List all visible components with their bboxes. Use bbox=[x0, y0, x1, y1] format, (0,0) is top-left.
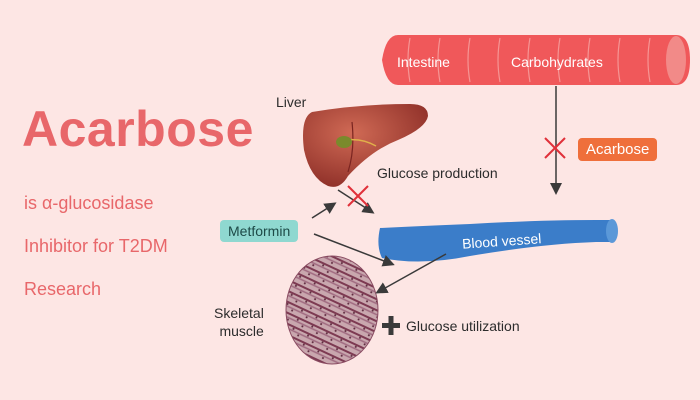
subtitle-line-1: is α-glucosidase bbox=[24, 193, 154, 213]
metformin-badge: Metformin bbox=[220, 220, 299, 242]
label-skeletal-line1: Skeletal bbox=[214, 305, 264, 321]
arrow-liver-to-blood bbox=[337, 189, 375, 214]
arrow-metformin-to-liver bbox=[311, 202, 337, 219]
blood-vessel bbox=[378, 219, 618, 262]
skeletal-muscle bbox=[285, 255, 379, 365]
label-skeletal-muscle: Skeletal muscle bbox=[214, 304, 264, 340]
intestine-end bbox=[666, 36, 686, 84]
subtitle-line-3: Research bbox=[24, 279, 102, 299]
plus-icon bbox=[382, 316, 400, 335]
subtitle-line-2: Inhibitor for T2DM bbox=[24, 236, 168, 256]
page-title: Acarbose bbox=[22, 101, 254, 157]
label-glucose-utilization: Glucose utilization bbox=[406, 318, 520, 334]
acarbose-badge: Acarbose bbox=[578, 138, 658, 161]
label-glucose-production: Glucose production bbox=[377, 165, 498, 181]
arrow-metformin-to-muscle bbox=[313, 233, 395, 267]
intestine-tube bbox=[382, 35, 690, 85]
gallbladder bbox=[336, 136, 352, 148]
label-liver: Liver bbox=[276, 94, 307, 110]
label-carbohydrates: Carbohydrates bbox=[511, 54, 603, 70]
label-intestine: Intestine bbox=[397, 54, 450, 70]
blood-vessel-end bbox=[606, 219, 618, 243]
cross-mark-icon bbox=[347, 185, 369, 207]
label-skeletal-line2: muscle bbox=[219, 323, 264, 339]
cross-mark-icon bbox=[544, 137, 566, 159]
liver-organ bbox=[303, 104, 428, 187]
arrow-blood-to-muscle bbox=[375, 253, 447, 294]
